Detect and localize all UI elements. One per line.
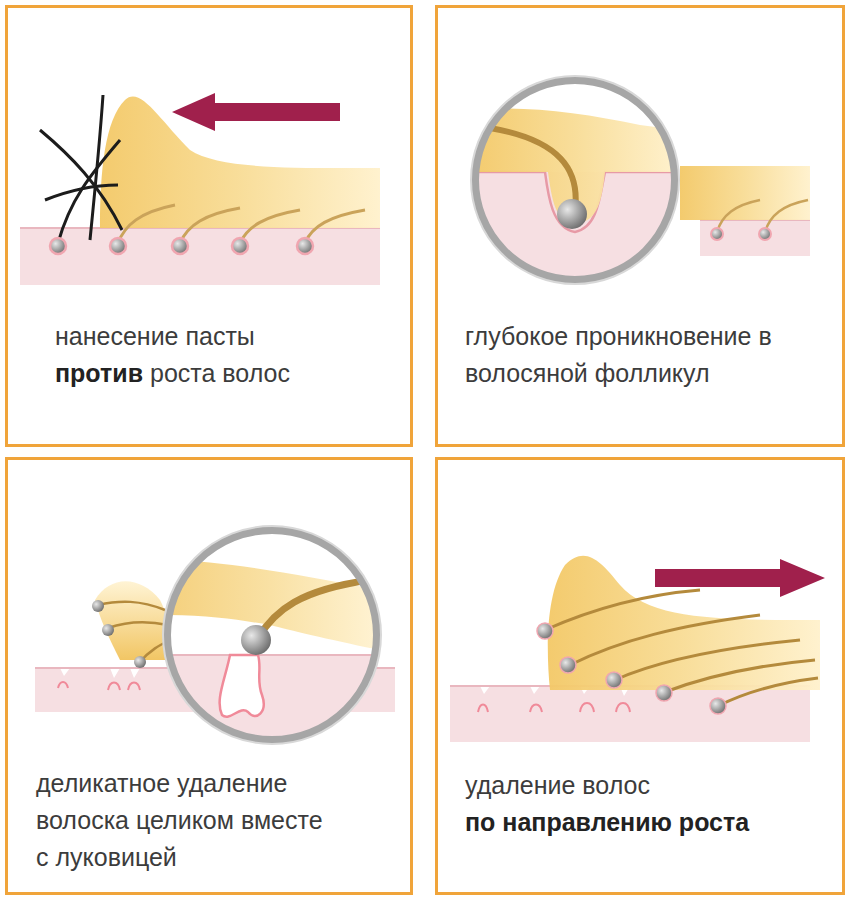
art-path	[90, 95, 103, 240]
art-circle	[475, 80, 675, 280]
art-path	[108, 622, 168, 628]
art-path	[570, 615, 760, 665]
caption-emphasis: по направлению роста	[465, 804, 825, 841]
art-path	[765, 200, 808, 232]
art-circle	[110, 238, 126, 254]
art-circle	[711, 228, 723, 240]
art-path	[58, 682, 68, 688]
art-circle	[537, 623, 553, 639]
caption: деликатное удаление волоска целиком вмес…	[36, 765, 326, 876]
art-circle	[710, 698, 726, 714]
art-path	[180, 208, 240, 243]
art-g	[717, 200, 808, 232]
art-g	[478, 703, 630, 712]
art-path	[20, 228, 380, 285]
art-path	[490, 128, 576, 210]
art-path	[128, 683, 140, 691]
art-g	[40, 95, 122, 243]
art-path	[615, 640, 800, 680]
art-g	[98, 602, 170, 662]
art-path	[240, 210, 300, 243]
art-g	[711, 228, 771, 240]
art-circle	[232, 238, 248, 254]
art-circle	[172, 238, 188, 254]
caption-emphasis: против	[55, 359, 143, 387]
art-circle	[102, 624, 114, 636]
caption-text: деликатное удаление волоска целиком вмес…	[36, 765, 326, 876]
art-circle	[297, 238, 313, 254]
art-path	[530, 705, 542, 713]
art-path	[580, 703, 594, 712]
art-circle	[92, 600, 104, 612]
art-circle	[471, 76, 679, 284]
caption-text: удаление волос	[465, 767, 825, 804]
penetrate-step-panel: глубокое проникновение в волосяной фолли…	[435, 5, 845, 447]
caption-text: роста волос	[150, 359, 290, 387]
art-circle	[241, 625, 271, 655]
caption-text: глубокое проникновение в волосяной фолли…	[465, 318, 800, 392]
panel-1-art	[20, 93, 380, 285]
panel-3-art	[35, 526, 395, 745]
caption-text: нанесение пасты	[55, 318, 395, 355]
art-path	[665, 660, 815, 692]
art-path	[450, 686, 810, 742]
art-path	[165, 560, 380, 650]
art-circle	[560, 657, 576, 673]
art-path	[98, 602, 165, 610]
art-path	[165, 655, 380, 745]
apply-step-panel: нанесение пасты противроста волос	[5, 5, 413, 447]
art-path	[655, 559, 825, 597]
art-path	[258, 580, 370, 638]
art-g	[470, 75, 680, 290]
art-circle	[759, 228, 771, 240]
art-path	[108, 683, 120, 691]
art-g	[545, 590, 818, 706]
caption: нанесение пасты противроста волос	[55, 318, 395, 392]
pull-step-panel: удаление волоспо направлению роста	[435, 457, 845, 895]
art-path	[220, 655, 264, 717]
art-circle	[167, 530, 377, 740]
art-g	[50, 238, 313, 254]
art-path	[616, 703, 630, 712]
art-circle	[656, 685, 672, 701]
art-path	[45, 185, 118, 200]
caption: удаление волоспо направлению роста	[465, 767, 825, 841]
art-path	[717, 200, 760, 232]
art-path	[305, 210, 365, 243]
art-path	[700, 220, 810, 256]
caption: глубокое проникновение в волосяной фолли…	[465, 318, 800, 392]
art-path	[680, 166, 810, 220]
art-g	[537, 623, 726, 714]
art-circle	[606, 672, 622, 688]
art-path	[478, 705, 488, 713]
art-circle	[557, 199, 587, 229]
remove-step-panel: деликатное удаление волоска целиком вмес…	[5, 457, 413, 895]
art-circle	[134, 656, 146, 668]
panel-4-art	[450, 556, 825, 742]
art-path	[118, 205, 175, 243]
panel-2-art	[470, 75, 810, 290]
art-path	[172, 93, 340, 131]
art-path	[95, 581, 170, 660]
art-path	[718, 678, 818, 706]
art-circle	[163, 526, 381, 744]
art-circle	[50, 238, 66, 254]
art-g	[92, 600, 146, 668]
art-g	[58, 682, 140, 690]
art-path	[40, 130, 122, 230]
art-path	[165, 654, 380, 656]
art-path	[545, 590, 700, 630]
